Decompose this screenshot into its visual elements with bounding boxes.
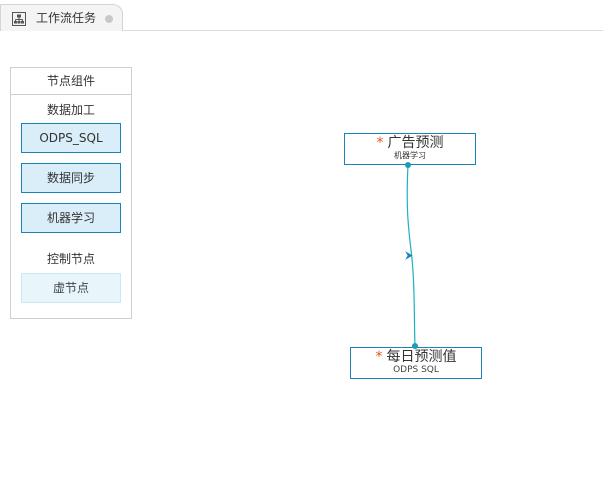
palette-title: 节点组件: [11, 68, 131, 95]
tab-close-icon[interactable]: [105, 15, 113, 23]
palette-item-machine-learning[interactable]: 机器学习: [21, 203, 121, 233]
input-port[interactable]: [412, 343, 418, 349]
palette-item-data-sync[interactable]: 数据同步: [21, 163, 121, 193]
output-port[interactable]: [405, 162, 411, 168]
workflow-node-daily-prediction[interactable]: *每日预测值 ODPS SQL: [350, 347, 482, 379]
palette-item-virtual-node[interactable]: 虚节点: [21, 273, 121, 303]
required-mark: *: [375, 349, 383, 365]
node-title: *每日预测值: [351, 349, 481, 365]
tab-bar: 工作流任务: [0, 0, 603, 31]
node-type: 机器学习: [394, 151, 426, 160]
workflow-node-ad-prediction[interactable]: *广告预测 机器学习: [344, 133, 476, 165]
palette-item-odps-sql[interactable]: ODPS_SQL: [21, 123, 121, 153]
tab-title: 工作流任务: [36, 11, 97, 25]
group-label-data-processing: 数据加工: [46, 103, 95, 117]
node-palette: 节点组件 数据加工 ODPS_SQL 数据同步 机器学习 控制节点 虚节点: [10, 67, 132, 319]
tab-workflow-task[interactable]: 工作流任务: [0, 4, 123, 31]
node-name: 每日预测值: [386, 349, 457, 365]
required-mark: *: [376, 135, 384, 151]
workflow-icon: [12, 11, 26, 26]
edge-connector: [406, 164, 416, 347]
node-type: ODPS SQL: [393, 365, 439, 375]
group-label-control-nodes: 控制节点: [46, 252, 95, 266]
edge-arrow-icon: [405, 251, 413, 260]
node-name: 广告预测: [387, 135, 444, 151]
node-title: *广告预测: [345, 135, 475, 151]
